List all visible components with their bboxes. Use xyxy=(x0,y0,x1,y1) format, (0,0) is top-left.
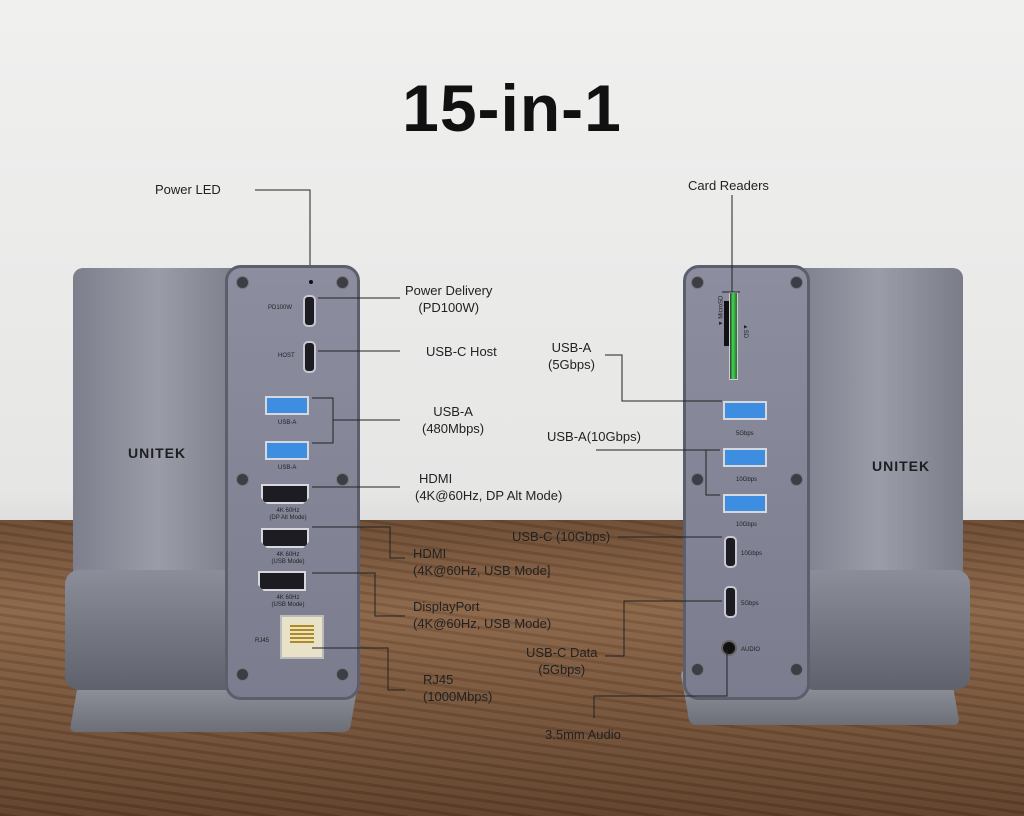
port-mark: 10Gbps xyxy=(736,522,758,528)
hdmi-dp-port xyxy=(261,484,309,504)
screw-icon xyxy=(691,276,704,289)
label-line: (4K@60Hz, USB Mode] xyxy=(413,563,551,578)
label-audio: 3.5mm Audio xyxy=(545,727,621,742)
port-mark: 5Gbps xyxy=(741,601,759,607)
usba-port xyxy=(265,441,309,460)
screw-icon xyxy=(691,473,704,486)
dp-mark: 4K 60Hz(USB Mode) xyxy=(263,595,313,609)
label-line: (4K@60Hz, DP Alt Mode) xyxy=(415,488,563,503)
usba-10g-port xyxy=(723,448,767,467)
screw-icon xyxy=(691,663,704,676)
label-line: USB-A xyxy=(551,340,592,355)
screw-icon xyxy=(790,473,803,486)
page-title: 15-in-1 xyxy=(402,71,622,145)
usba-10g-port xyxy=(723,494,767,513)
usba-mark: USB-A xyxy=(278,420,297,426)
label-usbc-host: USB-C Host xyxy=(426,344,497,359)
label-line: HDMI xyxy=(419,471,453,486)
label-usba-5g: USB-A (5Gbps) xyxy=(548,339,595,373)
screw-icon xyxy=(336,276,349,289)
label-line: (4K@60Hz, USB Mode) xyxy=(413,616,552,631)
leader-usbc5 xyxy=(605,600,722,657)
screw-icon xyxy=(236,473,249,486)
label-usbc-data: USB-C Data (5Gbps) xyxy=(526,644,598,678)
leader-usba5 xyxy=(605,354,722,402)
mark-line: 4K 60Hz xyxy=(276,552,300,558)
port-mark: 5Gbps xyxy=(736,431,754,437)
screw-icon xyxy=(236,276,249,289)
usbc-5g-port xyxy=(724,586,737,618)
brand-logo: UNITEK xyxy=(872,458,931,474)
screw-icon xyxy=(336,473,349,486)
label-line: DisplayPort xyxy=(413,599,480,614)
label-line: (5Gbps) xyxy=(548,357,595,372)
hdmi2-mark: 4K 60Hz(USB Mode) xyxy=(263,552,313,566)
right-port-panel: ▼ MicroSD ▲SD 5Gbps 10Gbps 10Gbps 10Gbps… xyxy=(683,265,810,700)
leader-power-led xyxy=(255,189,311,265)
rj45-port xyxy=(280,615,324,659)
label-usba-480: USB-A (480Mbps) xyxy=(422,403,484,437)
mark-line: (DP Alt Mode) xyxy=(269,515,307,521)
label-line: (5Gbps) xyxy=(538,662,586,677)
label-line: USB-A xyxy=(433,404,473,419)
leader-rj45 xyxy=(312,647,405,691)
mark-line: 4K 60Hz xyxy=(276,595,300,601)
label-displayport: DisplayPort (4K@60Hz, USB Mode) xyxy=(413,598,551,632)
label-usba-10g: USB-A(10Gbps) xyxy=(547,429,641,444)
rj45-mark: RJ45 xyxy=(255,638,270,644)
right-stand xyxy=(800,570,970,690)
usba-port xyxy=(265,396,309,415)
usbc-10g-port xyxy=(724,536,737,568)
label-line: HDMI xyxy=(413,546,447,561)
screw-icon xyxy=(790,663,803,676)
label-hdmi-usb: HDMI (4K@60Hz, USB Mode] xyxy=(413,545,550,579)
label-line: (1000Mbps) xyxy=(423,689,493,704)
label-line: (PD100W) xyxy=(418,300,480,315)
label-card-readers: Card Readers xyxy=(688,178,769,193)
leader-usba10 xyxy=(596,449,720,496)
usba-5g-port xyxy=(723,401,767,420)
hdmi-usb-port xyxy=(261,528,309,548)
leader-usba xyxy=(312,397,400,444)
screw-icon xyxy=(336,668,349,681)
pd-mark: PD100W xyxy=(268,305,293,311)
audio-jack xyxy=(721,640,737,656)
audio-mark: AUDIO xyxy=(741,647,761,653)
label-line: USB-C Data xyxy=(526,645,598,660)
label-rj45: RJ45 (1000Mbps) xyxy=(423,671,492,705)
label-line: (480Mbps) xyxy=(422,421,485,436)
mark-line: (USB Mode) xyxy=(271,602,305,608)
port-mark: 10Gbps xyxy=(736,477,758,483)
mark-line: (USB Mode) xyxy=(271,559,305,565)
label-hdmi-dp: HDMI (4K@60Hz, DP Alt Mode) xyxy=(415,470,562,504)
mark-line: 4K 60Hz xyxy=(276,508,300,514)
host-mark: HOST xyxy=(278,353,295,359)
leader-dp xyxy=(312,572,405,617)
hdmi1-mark: 4K 60Hz(DP Alt Mode) xyxy=(263,508,313,522)
leader-hdmi2 xyxy=(312,526,405,559)
microsd-slot xyxy=(724,301,729,346)
power-led-icon xyxy=(309,280,313,284)
label-line: Power Delivery xyxy=(405,283,493,298)
leader-card xyxy=(722,195,740,293)
port-mark: 10Gbps xyxy=(741,551,763,557)
usba-mark: USB-A xyxy=(278,465,297,471)
label-power-led: Power LED xyxy=(155,182,221,197)
label-usbc-10g: USB-C (10Gbps) xyxy=(512,529,611,544)
leader-audio xyxy=(593,650,728,718)
brand-logo: UNITEK xyxy=(128,445,187,461)
displayport-port xyxy=(258,571,306,591)
left-port-panel: PD100W HOST USB-A USB-A 4K 60Hz(DP Alt M… xyxy=(225,265,360,700)
label-line: RJ45 xyxy=(423,672,454,687)
usbc-pd-port xyxy=(303,295,316,327)
screw-icon xyxy=(790,276,803,289)
screw-icon xyxy=(236,668,249,681)
label-power-delivery: Power Delivery (PD100W) xyxy=(405,282,492,316)
usbc-host-port xyxy=(303,341,316,373)
